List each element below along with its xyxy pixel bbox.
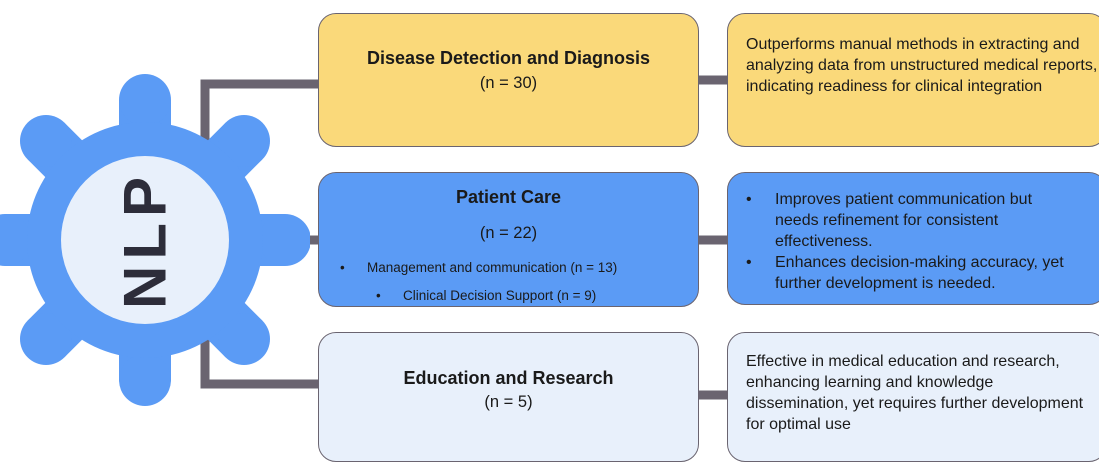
connector-hub-to-education — [200, 330, 320, 389]
description-point-text: Enhances decision-making accuracy, yet f… — [775, 254, 1064, 292]
gear-tooth-tip — [119, 354, 171, 406]
bullet: • — [746, 254, 752, 271]
description-list: • Improves patient communication but nee… — [746, 189, 1099, 294]
category-count: (n = 5) — [484, 393, 533, 411]
gear-tooth-tip — [119, 74, 171, 126]
gear-tooth-tip — [20, 312, 73, 365]
bullet: • — [746, 191, 752, 208]
description-box-education-research: Effective in medical education and resea… — [727, 332, 1099, 462]
category-box-disease-detection: Disease Detection and Diagnosis (n = 30) — [318, 13, 699, 147]
description-box-patient-care: • Improves patient communication but nee… — [727, 172, 1099, 305]
bullet: • — [376, 288, 381, 303]
category-count: (n = 30) — [479, 74, 538, 92]
description-point: • Improves patient communication but nee… — [746, 189, 1099, 252]
subitem: • Management and communication (n = 13) — [340, 260, 618, 275]
description-text: Outperforms manual methods in extracting… — [746, 36, 1098, 95]
gear-tooth-tip — [217, 115, 270, 168]
category-count: (n = 22) — [479, 224, 538, 242]
gear-core — [61, 156, 229, 324]
category-title: Patient Care — [455, 187, 562, 207]
category-title: Disease Detection and Diagnosis — [366, 48, 651, 68]
subitem-label: Clinical Decision Support (n = 9) — [403, 288, 597, 303]
nlp-gear-icon: NLP — [0, 74, 310, 406]
description-box-disease-detection: Outperforms manual methods in extracting… — [727, 13, 1099, 147]
bullet: • — [340, 260, 345, 275]
category-title: Education and Research — [403, 368, 614, 388]
gear-tooth-tip — [217, 312, 270, 365]
category-box-education-research: Education and Research (n = 5) — [318, 332, 699, 462]
nlp-label: NLP — [112, 171, 179, 309]
connector-hub-to-detection — [200, 79, 320, 155]
subitem: • Clinical Decision Support (n = 9) — [376, 288, 597, 303]
category-box-patient-care: Patient Care (n = 22) • Management and c… — [318, 172, 699, 307]
description-point: • Enhances decision-making accuracy, yet… — [746, 252, 1099, 294]
description-text: Effective in medical education and resea… — [746, 353, 1084, 433]
gear-tooth-tip — [20, 115, 73, 168]
gear-tooth-tip — [0, 214, 31, 266]
description-point-text: Improves patient communication but needs… — [775, 191, 1033, 250]
subitem-label: Management and communication (n = 13) — [367, 260, 618, 275]
gear-tooth-tip — [259, 214, 310, 266]
